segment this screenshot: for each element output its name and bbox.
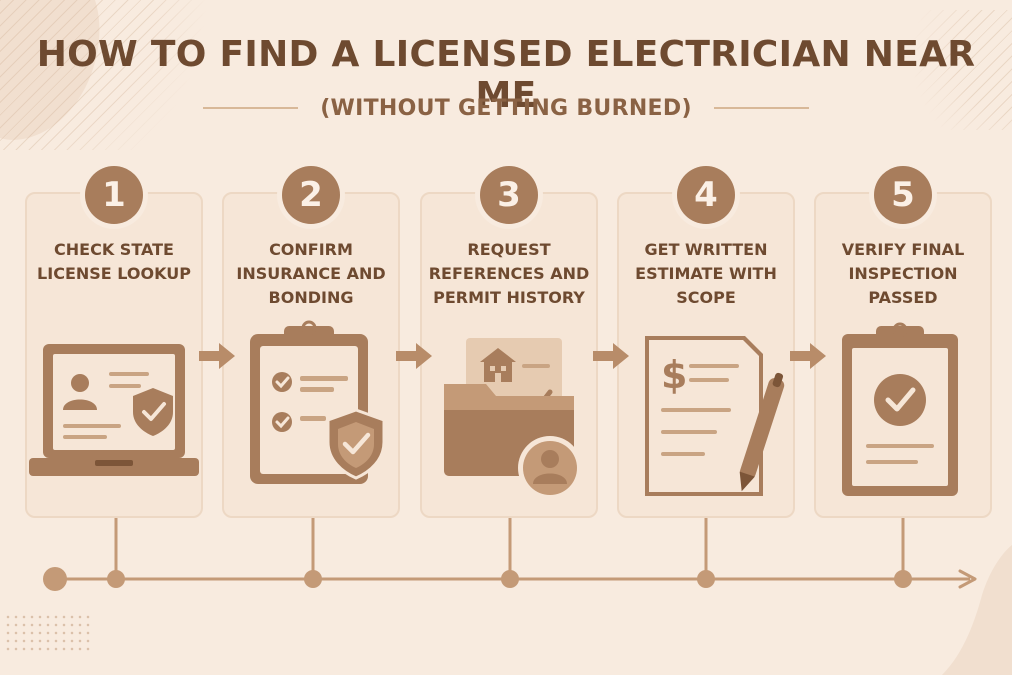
subtitle-rule-right <box>713 107 809 109</box>
step-number-2: 2 <box>282 166 340 224</box>
inspection-clipboard-icon <box>842 322 958 496</box>
page-subtitle: (WITHOUT GETTING BURNED) <box>320 95 692 121</box>
subtitle-row: (WITHOUT GETTING BURNED) <box>0 94 1012 122</box>
step-label-3: REQUEST REFERENCES AND PERMIT HISTORY <box>428 240 590 307</box>
folder-references-icon <box>444 338 582 498</box>
timeline <box>43 518 977 591</box>
step-number-5: 5 <box>874 166 932 224</box>
step-number-3: 3 <box>480 166 538 224</box>
step-label-4: GET WRITTEN ESTIMATE WITH SCOPE <box>635 240 777 307</box>
step-label-1: CHECK STATE LICENSE LOOKUP <box>37 240 191 283</box>
arrow-right-icon <box>199 343 235 369</box>
background-hatch-left <box>0 0 230 150</box>
step-label-2: CONFIRM INSURANCE AND BONDING <box>236 240 386 307</box>
estimate-pen-icon: $ <box>645 336 785 496</box>
laptop-license-icon <box>29 344 199 476</box>
page-title: HOW TO FIND A LICENSED ELECTRICIAN NEAR … <box>36 34 976 116</box>
background-hatch-right <box>892 10 1012 130</box>
arrow-right-icon <box>790 343 826 369</box>
step-number-1: 1 <box>85 166 143 224</box>
subtitle-rule-left <box>203 107 299 109</box>
background-dots <box>4 613 94 653</box>
step-label-5: VERIFY FINAL INSPECTION PASSED <box>841 240 965 307</box>
arrow-right-icon <box>396 343 432 369</box>
clipboard-shield-icon <box>250 320 386 484</box>
svg-text:$: $ <box>661 353 687 397</box>
arrow-right-icon <box>593 343 629 369</box>
step-number-4: 4 <box>677 166 735 224</box>
